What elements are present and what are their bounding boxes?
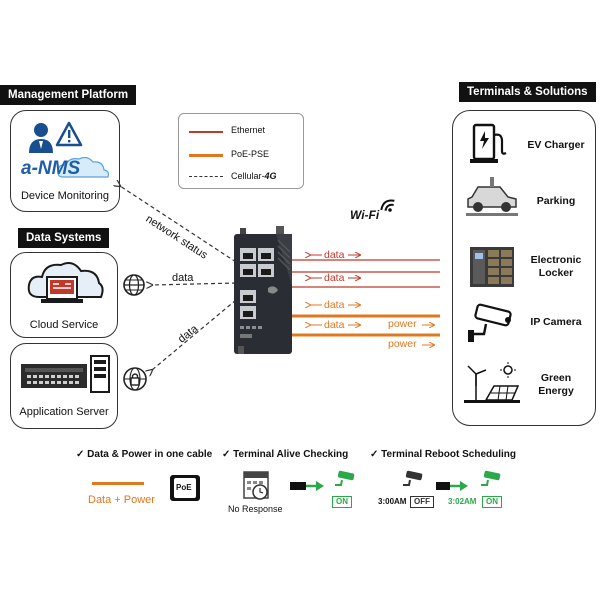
data-power-label: Data + Power <box>88 494 155 506</box>
terminal-ev-charger: EV Charger <box>462 119 590 169</box>
admin-alert-icon <box>29 121 83 153</box>
terminal-green-energy: Green Energy <box>462 360 590 410</box>
legend-ethernet-label: Ethernet <box>231 125 266 135</box>
legend-cellular-line <box>189 176 223 177</box>
data-systems-header: Data Systems <box>18 228 110 248</box>
application-server-panel: Application Server <box>10 343 118 429</box>
cloud-data-label: data <box>172 272 194 284</box>
legend-ethernet-line <box>189 131 223 133</box>
locker-icon <box>470 247 514 287</box>
legend-cellular-prefix: Cellular- <box>231 171 265 181</box>
ev-charger-label: EV Charger <box>527 139 585 151</box>
wifi-label: Wi-Fi <box>350 208 380 222</box>
power-label-2: power <box>388 338 417 350</box>
terminal-parking: Parking <box>462 175 590 225</box>
legend-poe-label: PoE-PSE <box>231 149 270 159</box>
cloud-server-icon <box>27 262 104 303</box>
app-data-link <box>152 299 237 370</box>
nms-logo-text: a-NMS <box>21 158 81 179</box>
wifi-indicator: Wi-Fi <box>350 199 395 224</box>
reboot-camera-on-icon <box>481 470 501 486</box>
legend: Ethernet PoE-PSE Cellular-4G <box>178 113 304 189</box>
green-energy-label: Green Energy <box>538 372 574 397</box>
data-power-line <box>92 482 144 485</box>
ev-charger-icon <box>470 123 507 163</box>
cloud-service-panel: Cloud Service <box>10 252 118 338</box>
alive-on-badge: ON <box>332 496 352 508</box>
calendar-clock-icon <box>243 471 269 500</box>
feature-data-power-text: Data & Power in one cable <box>87 449 213 460</box>
feature-alive-checking-text: Terminal Alive Checking <box>233 449 349 460</box>
camera-icon <box>468 303 512 342</box>
parking-icon <box>466 177 518 216</box>
legend-cellular-suffix: 4G <box>264 171 277 181</box>
terminal-locker: Electronic Locker <box>462 243 590 293</box>
data-label-2: data <box>324 272 345 284</box>
alive-cable-icon <box>290 481 324 491</box>
industrial-router <box>234 226 292 354</box>
wifi-icon <box>380 199 395 212</box>
reboot-time-on: 3:02AM <box>448 497 477 506</box>
reboot-on-badge: ON <box>482 496 502 508</box>
ip-camera-label: IP Camera <box>530 316 582 328</box>
feature-reboot-scheduling-text: Terminal Reboot Scheduling <box>381 449 516 460</box>
network-status-link <box>120 186 237 263</box>
reboot-off-badge: OFF <box>410 496 434 508</box>
cloud-data-link <box>152 283 237 285</box>
reboot-camera-off-icon <box>403 470 423 486</box>
data-label-3: data <box>324 299 345 311</box>
alive-camera-icon <box>335 470 355 486</box>
device-monitoring-caption: Device Monitoring <box>20 190 110 202</box>
reboot-time-off: 3:00AM <box>378 497 407 506</box>
data-label-1: data <box>324 249 345 261</box>
locker-label: Electronic Locker <box>530 254 582 279</box>
no-response-label: No Response <box>228 504 283 514</box>
poe-port-icon: PoE <box>170 475 200 501</box>
management-platform-header: Management Platform <box>0 85 137 105</box>
legend-cellular-label: Cellular-4G <box>231 171 277 181</box>
server-rack-icon <box>21 355 110 393</box>
parking-label: Parking <box>536 195 576 207</box>
feature-alive-checking: ✓ Terminal Alive Checking <box>222 449 349 460</box>
power-label-1: power <box>388 318 417 330</box>
globe-icon <box>123 274 145 296</box>
legend-poe-line <box>189 154 223 157</box>
secure-globe-icon <box>123 367 147 391</box>
data-label-4: data <box>324 319 345 331</box>
green-energy-icon <box>464 362 520 403</box>
nms-logo: a-NMS <box>17 155 113 181</box>
feature-data-power: ✓ Data & Power in one cable <box>76 449 213 460</box>
poe-tag: PoE <box>176 483 192 492</box>
reboot-cable-icon <box>436 481 468 491</box>
feature-reboot-scheduling: ✓ Terminal Reboot Scheduling <box>370 449 516 460</box>
application-server-caption: Application Server <box>19 406 109 418</box>
terminal-ip-camera: IP Camera <box>462 300 590 350</box>
cloud-service-caption: Cloud Service <box>29 319 99 331</box>
management-panel: a-NMS Device Monitoring <box>10 110 120 212</box>
poe-port-socket <box>174 478 196 498</box>
terminals-solutions-header: Terminals & Solutions <box>459 82 596 102</box>
